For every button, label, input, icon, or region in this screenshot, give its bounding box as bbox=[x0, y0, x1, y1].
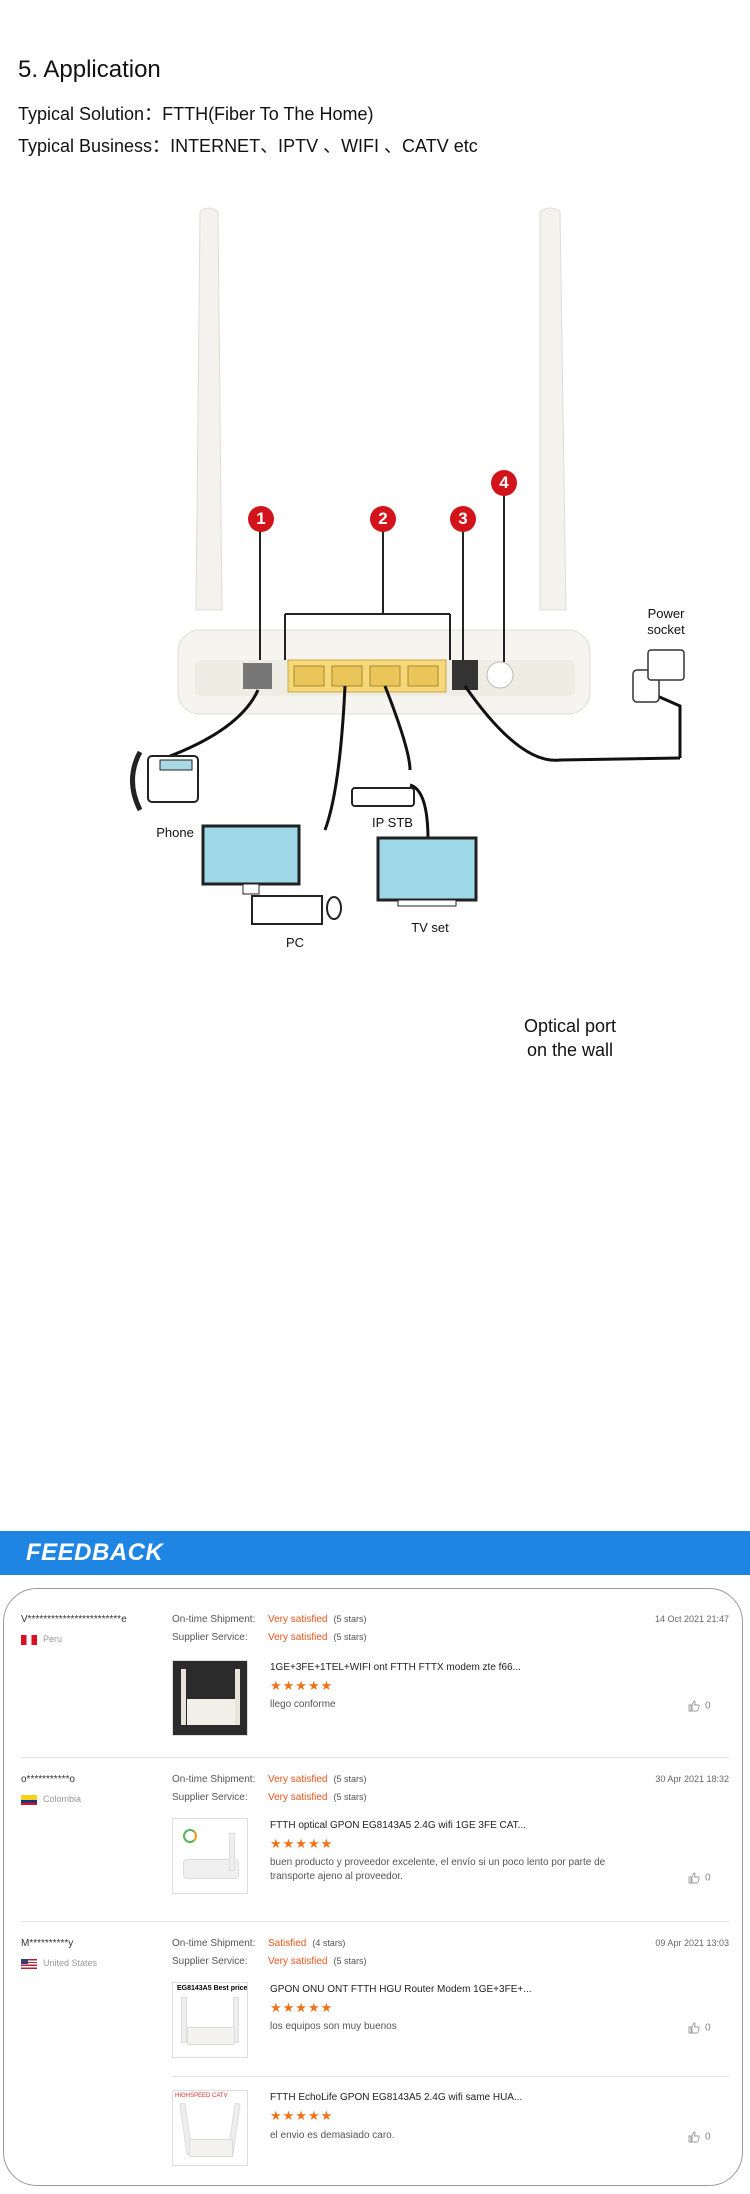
thumbs-up-icon bbox=[688, 2022, 700, 2034]
review-comment: buen producto y proveedor excelente, el … bbox=[270, 1857, 606, 1882]
review-comment: el envio es demasiado caro. bbox=[270, 2130, 395, 2141]
ip-stb-label: IP STB bbox=[372, 815, 413, 830]
pc-keyboard bbox=[251, 895, 323, 925]
shipment-label: On-time Shipment: bbox=[172, 1614, 256, 1625]
service-rating: Very satisfied(5 stars) bbox=[268, 1956, 367, 1967]
product-title[interactable]: FTTH optical GPON EG8143A5 2.4G wifi 1GE… bbox=[270, 1820, 527, 1831]
pc-label: PC bbox=[285, 935, 305, 950]
product-thumbnail[interactable]: EG8143A5 Best price bbox=[172, 1982, 248, 2058]
rating-stars: ★★★★★ bbox=[270, 2108, 334, 2123]
thumbs-up-icon bbox=[688, 2131, 700, 2143]
service-label: Supplier Service: bbox=[172, 1632, 248, 1643]
reviewer-name: M**********y bbox=[21, 1938, 74, 1949]
service-rating: Very satisfied(5 stars) bbox=[268, 1792, 367, 1803]
power-button bbox=[486, 661, 514, 689]
feedback-title: FEEDBACK bbox=[26, 1539, 164, 1566]
reviewer-name: V************************e bbox=[21, 1614, 127, 1625]
power-port bbox=[452, 660, 478, 690]
port-badge-1: 1 bbox=[248, 506, 274, 532]
product-thumbnail[interactable]: HIGHSPEED CATV bbox=[172, 2090, 248, 2166]
service-label: Supplier Service: bbox=[172, 1956, 248, 1967]
product-thumbnail[interactable] bbox=[172, 1818, 248, 1894]
review-date: 09 Apr 2021 13:03 bbox=[655, 1938, 729, 1948]
router-antenna-left bbox=[195, 207, 223, 611]
rating-stars: ★★★★★ bbox=[270, 1836, 334, 1851]
port-badge-4: 4 bbox=[491, 470, 517, 496]
optical-port-label: Optical port on the wall bbox=[523, 1016, 617, 1060]
reviewer-country: United States bbox=[21, 1958, 97, 1969]
router-antenna-right bbox=[539, 207, 567, 611]
like-button[interactable]: 0 bbox=[688, 2022, 711, 2034]
like-button[interactable]: 0 bbox=[688, 2131, 711, 2143]
tel-port bbox=[243, 663, 272, 689]
reviewer-name: o***********o bbox=[21, 1774, 75, 1785]
rating-stars: ★★★★★ bbox=[270, 2000, 334, 2015]
reviewer-country: Peru bbox=[21, 1634, 62, 1645]
service-label: Supplier Service: bbox=[172, 1792, 248, 1803]
item-divider bbox=[172, 2076, 729, 2077]
ip-stb-device bbox=[351, 787, 415, 807]
review-date: 30 Apr 2021 18:32 bbox=[655, 1774, 729, 1784]
shipment-rating: Very satisfied(5 stars) bbox=[268, 1774, 367, 1785]
feedback-bar: FEEDBACK bbox=[0, 1531, 750, 1575]
thumbs-up-icon bbox=[688, 1700, 700, 1712]
review-date: 14 Oct 2021 21:47 bbox=[654, 1614, 729, 1624]
like-button[interactable]: 0 bbox=[688, 1700, 711, 1712]
business-label: Typical Business： bbox=[18, 136, 171, 156]
service-rating: Very satisfied(5 stars) bbox=[268, 1632, 367, 1643]
review-divider bbox=[21, 1921, 729, 1922]
review-comment: los equipos son muy buenos bbox=[270, 2021, 397, 2032]
feedback-frame bbox=[3, 1588, 743, 2186]
port-badge-3: 3 bbox=[450, 506, 476, 532]
shipment-label: On-time Shipment: bbox=[172, 1938, 256, 1949]
reviewer-country: Colombia bbox=[21, 1794, 81, 1805]
product-title[interactable]: 1GE+3FE+1TEL+WIFI ont FTTH FTTX modem zt… bbox=[270, 1662, 521, 1673]
phone-label: Phone bbox=[156, 825, 194, 840]
review-comment: llego conforme bbox=[270, 1699, 336, 1710]
typical-business-line: Typical Business：INTERNET、IPTV 、WIFI 、CA… bbox=[18, 132, 478, 158]
product-title[interactable]: FTTH EchoLife GPON EG8143A5 2.4G wifi sa… bbox=[270, 2092, 523, 2103]
peru-flag-icon bbox=[21, 1634, 37, 1645]
review-divider bbox=[21, 1757, 729, 1758]
pc-monitor bbox=[201, 824, 301, 886]
product-thumbnail[interactable] bbox=[172, 1660, 248, 1736]
like-button[interactable]: 0 bbox=[688, 1872, 711, 1884]
us-flag-icon bbox=[21, 1958, 37, 1969]
rating-stars: ★★★★★ bbox=[270, 1678, 334, 1693]
shipment-rating: Satisfied(4 stars) bbox=[268, 1938, 346, 1949]
business-value: INTERNET、IPTV 、WIFI 、CATV etc bbox=[170, 136, 478, 156]
product-title[interactable]: GPON ONU ONT FTTH HGU Router Modem 1GE+3… bbox=[270, 1984, 532, 1995]
power-socket-label: Power socket bbox=[647, 606, 685, 637]
typical-solution-line: Typical Solution：FTTH(Fiber To The Home) bbox=[18, 100, 373, 126]
shipment-label: On-time Shipment: bbox=[172, 1774, 256, 1785]
solution-value: FTTH(Fiber To The Home) bbox=[162, 104, 374, 124]
colombia-flag-icon bbox=[21, 1794, 37, 1805]
connection-diagram bbox=[130, 207, 685, 925]
shipment-rating: Very satisfied(5 stars) bbox=[268, 1614, 367, 1625]
thumbs-up-icon bbox=[688, 1872, 700, 1884]
port-badge-2: 2 bbox=[370, 506, 396, 532]
tv-set-device bbox=[376, 836, 478, 902]
tv-set-label: TV set bbox=[411, 920, 449, 935]
section-heading: 5. Application bbox=[18, 56, 161, 83]
solution-label: Typical Solution： bbox=[18, 104, 163, 124]
